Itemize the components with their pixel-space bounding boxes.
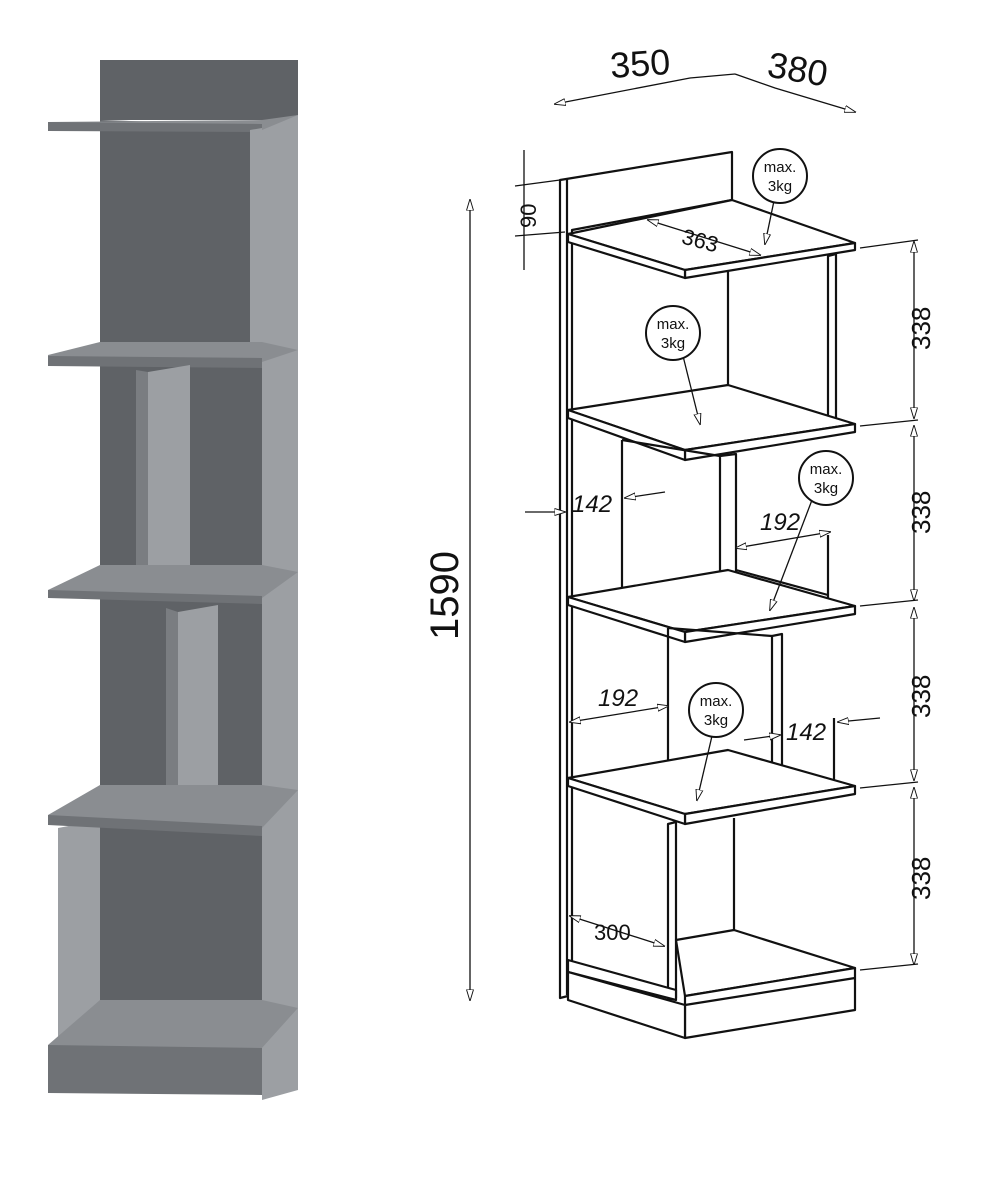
- load-arrow-4: [697, 735, 713, 800]
- load-badge-2: [645, 305, 701, 361]
- top-back-tick-2: [514, 231, 566, 237]
- shelf-4-edge: [48, 815, 262, 836]
- load-arrow-3: [770, 499, 813, 610]
- divider-2-face: [166, 608, 178, 810]
- load-badges: [645, 148, 854, 738]
- divider-1-face: [136, 370, 148, 586]
- bottom-width-label: 300: [594, 920, 631, 945]
- dimension-lines: [470, 73, 919, 1000]
- depth-right-label: 380: [765, 44, 831, 95]
- drawing-shelf-1-front: [566, 232, 687, 280]
- bay-height-4-label: 338: [906, 857, 936, 900]
- load-label-1-line2: 3kg: [768, 178, 792, 195]
- load-label-2-line1: max.: [657, 316, 690, 333]
- load-label-3-line1: max.: [810, 461, 843, 478]
- load-arrow-1: [765, 195, 776, 244]
- load-badge-1: [752, 148, 808, 204]
- bay-tick-1: [859, 239, 919, 249]
- side-panel: [262, 115, 298, 1100]
- load-label-4-line1: max.: [700, 693, 733, 710]
- gap-d-line: [743, 735, 780, 741]
- shelf-5: [48, 1000, 298, 1048]
- depth-right-arrow: [734, 73, 855, 112]
- load-label-4-line2: 3kg: [704, 712, 728, 729]
- drawing-plinth-line: [684, 976, 856, 1007]
- drawing-shelf-4-front: [566, 776, 687, 826]
- shelf-1-edge: [48, 122, 262, 132]
- shelf-4: [48, 785, 298, 828]
- total-height-label: 1590: [423, 551, 467, 640]
- divider-gap-a-label: 142: [572, 491, 612, 518]
- shelf-3: [48, 565, 298, 598]
- bay-tick-2: [859, 419, 919, 427]
- plinth-side: [262, 1008, 298, 1095]
- load-label-1-line1: max.: [764, 159, 797, 176]
- drawing-divider-1-top: [621, 438, 721, 458]
- bay-height-2-label: 338: [906, 491, 936, 534]
- bay-tick-4: [859, 781, 919, 789]
- drawing-plinth: [566, 958, 678, 1002]
- gap-d-line-2: [838, 718, 881, 722]
- drawing-shelf-2: [566, 383, 857, 452]
- shelf-3-edge: [48, 590, 262, 604]
- gap-c-line: [570, 706, 668, 722]
- top-shelf-width-line: [648, 220, 760, 255]
- load-arrow-2: [681, 351, 700, 424]
- shelf-2-edge: [48, 356, 262, 368]
- drawing-shelf-2-front: [566, 408, 687, 462]
- drawing-back-panel: [558, 150, 734, 1000]
- load-label-3-line2: 3kg: [814, 480, 838, 497]
- plinth: [48, 1045, 262, 1095]
- divider-1: [148, 365, 190, 586]
- back-panel-top: [100, 60, 298, 120]
- drawing-divider-2-top: [667, 626, 773, 638]
- bay-1-wall: [250, 128, 262, 358]
- divider-2: [178, 605, 218, 810]
- drawing-shelf-3-front: [566, 595, 687, 644]
- lower-left-panel: [58, 820, 100, 1048]
- drawing-bottom-wall: [666, 820, 678, 1002]
- bay-height-1-label: 338: [906, 307, 936, 350]
- drawing-divider-1-right: [735, 568, 829, 597]
- bottom-width-line: [570, 916, 664, 946]
- drawing-bay-1-wall: [826, 252, 838, 424]
- bay-tick-3: [859, 599, 919, 607]
- divider-gap-d-label: 142: [786, 719, 826, 746]
- drawing-plinth-left: [566, 970, 687, 1040]
- gap-b-line: [736, 532, 830, 548]
- technical-drawing: [558, 150, 857, 1040]
- gap-a-line-2: [625, 491, 666, 498]
- load-badge-4: [688, 682, 744, 738]
- product-render: [48, 60, 298, 1100]
- depth-left-arrow: [555, 73, 736, 104]
- load-label-2-line2: 3kg: [661, 335, 685, 352]
- bay-tick-5: [859, 963, 919, 971]
- depth-left-label: 350: [609, 41, 672, 86]
- drawing-shelf-4: [566, 748, 857, 816]
- load-badge-3: [798, 450, 854, 506]
- top-back-height-label: 90: [516, 204, 541, 228]
- top-back-tick-1: [514, 179, 561, 187]
- bay-height-3-label: 338: [906, 675, 936, 718]
- divider-gap-c-label: 192: [598, 685, 638, 712]
- drawing-shelf-3: [566, 568, 857, 634]
- divider-gap-b-label: 192: [760, 509, 800, 536]
